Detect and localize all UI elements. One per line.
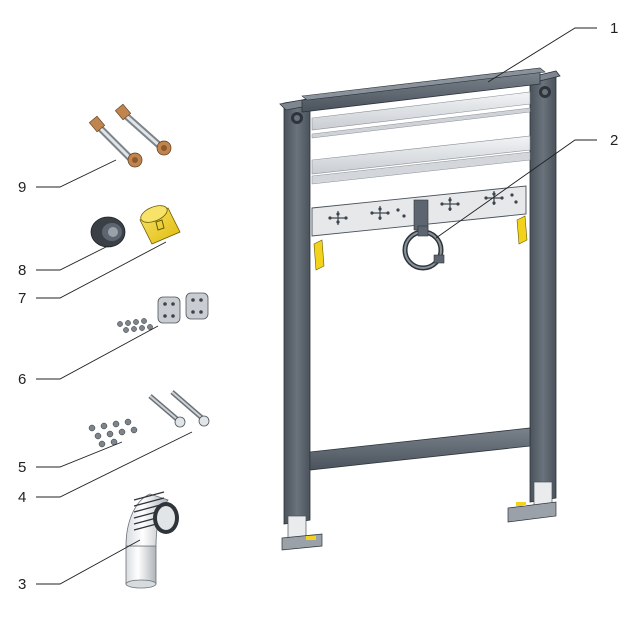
small-screws xyxy=(88,418,138,448)
left-yellow-clip xyxy=(313,239,325,271)
leader-4 xyxy=(36,431,193,498)
callout-7: 7 xyxy=(18,290,26,307)
hose-a xyxy=(88,115,143,168)
pipe-clamp xyxy=(402,225,445,271)
installation-frame xyxy=(279,67,561,551)
upper-rails xyxy=(311,91,531,185)
leader-8 xyxy=(36,245,109,271)
plate-left xyxy=(157,296,181,324)
callout-8: 8 xyxy=(18,262,26,279)
leader-2 xyxy=(435,139,597,239)
mounting-plate xyxy=(311,185,527,237)
callout-numbers: 1 2 3 4 5 6 7 8 9 xyxy=(18,20,618,593)
connection-hoses xyxy=(88,103,172,168)
callout-6: 6 xyxy=(18,371,26,388)
callout-9: 9 xyxy=(18,179,26,196)
callout-5: 5 xyxy=(18,459,26,476)
right-foot xyxy=(507,481,557,523)
anchor-bolt-b xyxy=(170,390,210,427)
yellow-plug-cap xyxy=(139,205,181,245)
left-foot xyxy=(281,515,323,551)
callout-4: 4 xyxy=(18,489,26,506)
callout-3: 3 xyxy=(18,576,26,593)
plate-screws xyxy=(117,318,153,333)
anchor-bolt-a xyxy=(148,394,186,428)
leader-3 xyxy=(36,539,141,585)
leader-7 xyxy=(36,241,167,299)
rubber-seal xyxy=(90,216,126,248)
hose-b xyxy=(114,103,172,156)
mounting-plates xyxy=(117,292,209,333)
plate-right xyxy=(185,292,209,320)
callout-1: 1 xyxy=(610,20,618,37)
leader-6 xyxy=(36,325,159,380)
right-yellow-clip xyxy=(516,215,528,245)
leader-lines xyxy=(36,27,597,585)
callout-2: 2 xyxy=(610,132,618,149)
anchor-bolts xyxy=(148,390,210,428)
elbow-fitting xyxy=(125,491,179,589)
right-post xyxy=(526,70,561,503)
leader-9 xyxy=(36,159,117,188)
leader-5 xyxy=(36,441,123,468)
leader-1 xyxy=(487,27,597,83)
top-beam xyxy=(301,67,546,113)
lower-crossbar xyxy=(309,427,531,471)
